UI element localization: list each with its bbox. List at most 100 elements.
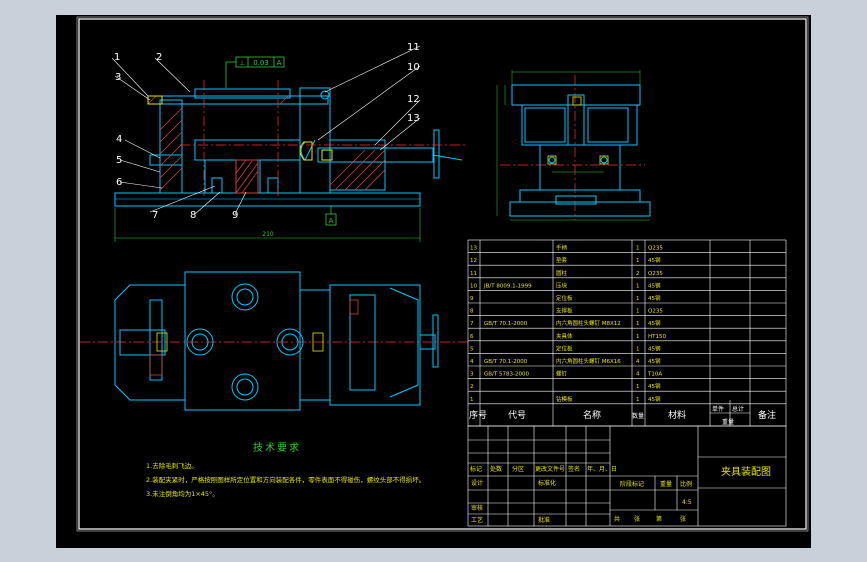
part-balloons: 1 2 3 4 5 6 7 8 9 10 11 12 13 <box>114 42 420 221</box>
bom-cell-mat: 45钢 <box>648 319 661 327</box>
balloon-5: 5 <box>116 155 122 166</box>
bom-cell-no: 4 <box>470 359 474 365</box>
mark-row-1: 处数 <box>490 465 502 473</box>
top-view-accents <box>156 332 324 352</box>
bom-cell-mat: 45钢 <box>648 344 661 352</box>
bom-cell-qty: 1 <box>636 346 640 352</box>
standard-label: 标准化 <box>538 479 556 487</box>
section-hatching <box>147 95 386 194</box>
bom-cell-qty: 1 <box>636 283 640 289</box>
bom-cell-no: 13 <box>470 246 477 252</box>
sheets-1: 张 <box>634 515 640 523</box>
bom-cell-qty: 2 <box>636 271 640 277</box>
craft-label: 工艺 <box>471 516 483 524</box>
bom-cell-name: 钻模板 <box>556 395 573 403</box>
side-view-dims <box>496 70 650 221</box>
svg-text:A: A <box>329 217 334 225</box>
bom-cell-qty: 1 <box>636 397 640 403</box>
side-view-accents <box>547 96 609 165</box>
tolerance-value: 0.03 <box>253 59 269 67</box>
balloon-7: 7 <box>152 210 158 221</box>
mark-row-5: 年、月、日 <box>587 465 617 473</box>
bom-cell-no: 8 <box>470 309 474 315</box>
tech-req-item-1: 1.去除毛刺飞边。 <box>146 461 198 470</box>
bom-cell-no: 12 <box>470 258 477 264</box>
bom-header-code: 代号 <box>508 410 526 421</box>
bom-cell-mat: 45钢 <box>648 281 661 289</box>
bom-cell-mat: Q235 <box>648 309 663 315</box>
bom-cell-qty: 1 <box>636 296 640 302</box>
sheets-2: 第 <box>656 515 662 523</box>
tech-req-title: 技术要求 <box>253 441 301 454</box>
bom-cell-no: 6 <box>470 334 474 340</box>
drawing-frame <box>78 18 807 530</box>
bom-cell-mat: T10A <box>647 372 662 378</box>
bom-cell-qty: 1 <box>636 309 640 315</box>
bom-cell-no: 11 <box>470 271 477 277</box>
balloon-3: 3 <box>115 72 121 83</box>
bom-cell-mat: 45钢 <box>648 395 661 403</box>
bom-cell-qty: 4 <box>636 372 640 378</box>
bom-cell-code: GB/T 70.1-2000 <box>484 321 528 327</box>
mark-row-0: 标记 <box>470 465 482 473</box>
balloon-13: 13 <box>407 113 420 124</box>
center-lines <box>80 75 645 343</box>
balloon-10: 10 <box>407 62 420 73</box>
bom-cell-qty: 1 <box>636 384 640 390</box>
bom-cell-qty: 1 <box>636 246 640 252</box>
bom-header-weight: 重量 <box>722 418 734 426</box>
scale-value: 4:5 <box>682 499 692 506</box>
tolerance-datum: A <box>277 59 282 67</box>
bom-header: 序号 代号 名称 数量 材料 单件 总计 重量 备注 <box>469 405 776 426</box>
review-label: 审核 <box>471 504 483 512</box>
bom-cell-name: 内六角圆柱头螺钉 M8X12 <box>556 319 621 327</box>
bom-header-name: 名称 <box>583 409 601 421</box>
bom-cell-name: 支撑板 <box>556 307 573 315</box>
bom-cell-no: 9 <box>470 296 474 302</box>
bom-cell-mat: Q235 <box>648 271 663 277</box>
tech-req-item-3: 3.未注倒角均为1×45°。 <box>146 489 219 498</box>
bom-header-qty: 数量 <box>632 412 644 420</box>
balloon-8: 8 <box>190 210 196 221</box>
svg-text:210: 210 <box>262 231 274 238</box>
overall-dimension: 210 <box>114 208 421 242</box>
bom-header-unit: 单件 <box>712 405 724 413</box>
bom-cell-code: GB/T 70.1-2000 <box>484 359 528 365</box>
side-view <box>509 84 651 217</box>
bom-cell-name: 圆柱 <box>556 269 568 277</box>
bom-cell-qty: 1 <box>636 258 640 264</box>
bom-cell-name: 内六角圆柱头螺钉 M6X16 <box>556 357 621 365</box>
mark-row-2: 分区 <box>512 465 524 473</box>
bom-cell-no: 2 <box>470 384 474 390</box>
drawing-title: 夹具装配图 <box>721 465 771 478</box>
title-block <box>467 425 787 527</box>
bom-cell-name: 定位板 <box>556 294 573 302</box>
balloon-6: 6 <box>116 177 122 188</box>
bom-header-total: 总计 <box>732 405 744 413</box>
bom-cell-mat: 45钢 <box>648 256 661 264</box>
top-view <box>114 271 439 411</box>
bom-cell-mat: 45钢 <box>648 294 661 302</box>
mark-row-4: 签名 <box>568 465 580 473</box>
bom-cell-mat: HT150 <box>648 334 666 340</box>
balloon-9: 9 <box>232 210 238 221</box>
mark-row-3: 更改文件号 <box>535 465 565 473</box>
bom-cell-name: 手柄 <box>556 244 568 252</box>
design-label: 设计 <box>471 479 483 487</box>
bom-cell-qty: 1 <box>636 321 640 327</box>
bom-cell-name: 定位板 <box>556 344 573 352</box>
bom-cell-mat: 45钢 <box>648 382 661 390</box>
tech-req-item-2: 2.装配夹紧时，严格按照图样所定位置和方向装配各件，零件表面不得碰伤，螺纹头部不… <box>146 475 425 484</box>
bom-cell-no: 7 <box>470 321 474 327</box>
sheets-0: 共 <box>614 515 620 523</box>
approve-label: 批准 <box>538 516 550 524</box>
datum-marker: A <box>325 206 337 226</box>
bom-cell-no: 10 <box>470 283 477 289</box>
bom-cell-no: 1 <box>470 397 474 403</box>
bom-header-remark: 备注 <box>758 409 776 421</box>
tolerance-symbol: ⊥ <box>239 59 245 67</box>
title-block-text: 标记 处数 分区 更改文件号 签名 年、月、日 设计 标准化 审核 工艺 批准 … <box>470 465 771 524</box>
